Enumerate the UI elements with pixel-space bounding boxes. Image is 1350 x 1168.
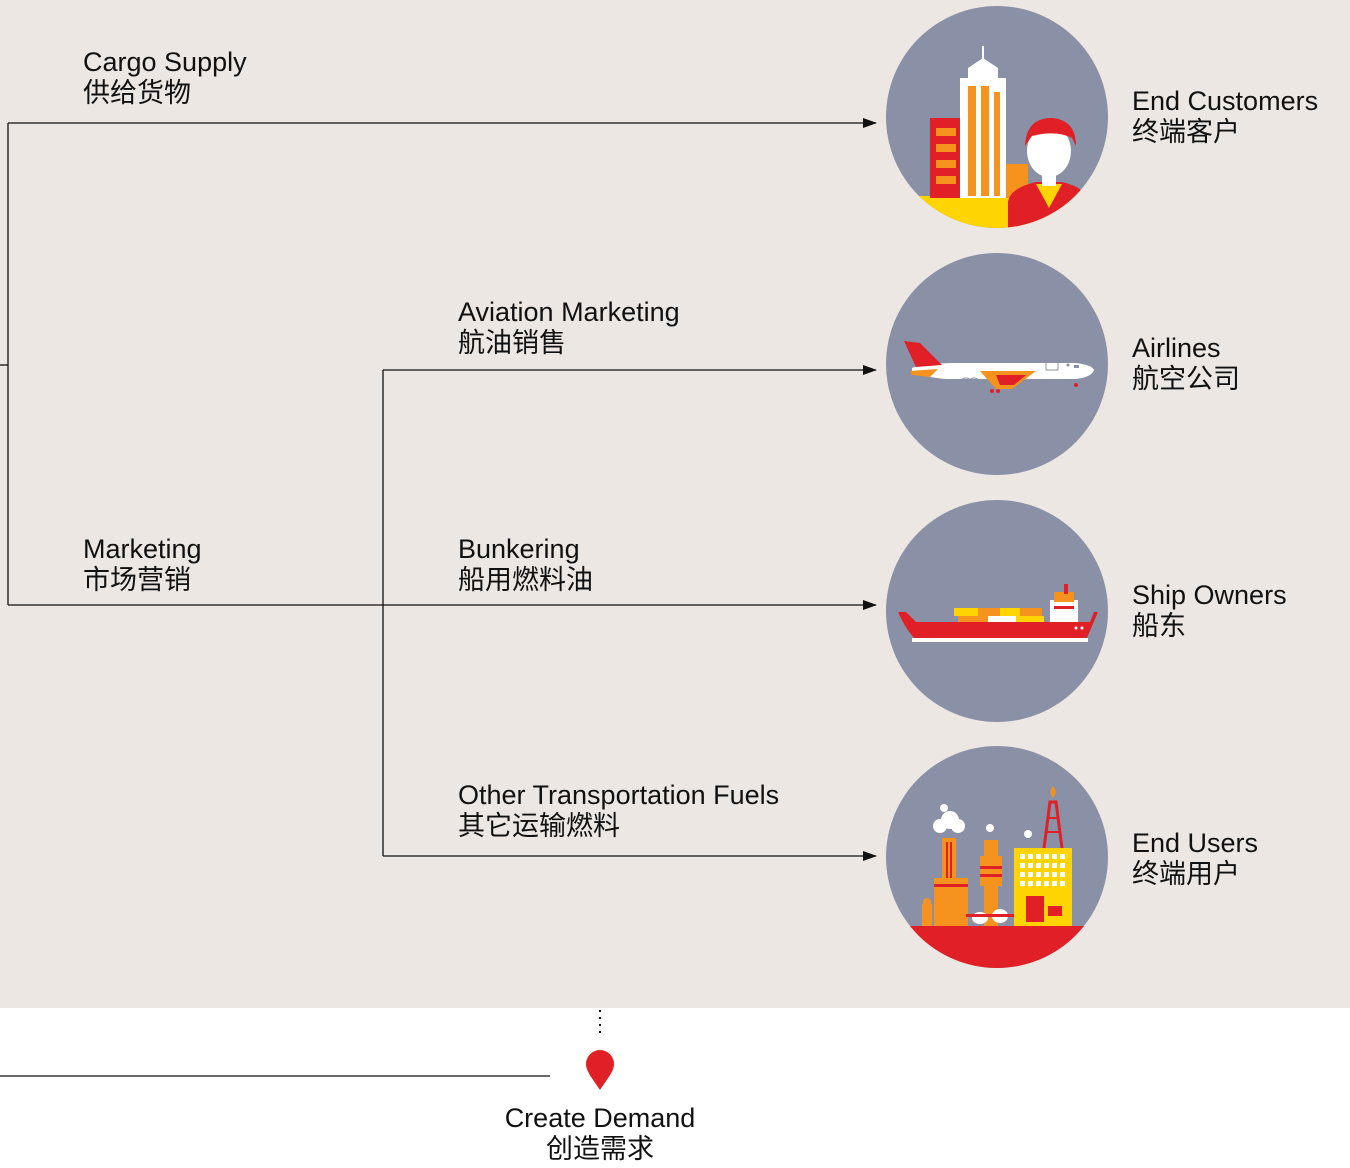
end-customers-label: End Customers 终端客户 [1132, 86, 1319, 147]
create-demand-label: Create Demand 创造需求 [504, 1103, 696, 1164]
end-users-label: End Users 终端用户 [1132, 828, 1259, 889]
refinery-icon [886, 786, 1108, 968]
end-customers-circle [886, 6, 1108, 228]
aviation-marketing-label: Aviation Marketing 航油销售 [458, 297, 680, 358]
end-users-circle [886, 746, 1108, 968]
marketing-label: Marketing 市场营销 [83, 534, 202, 595]
airlines-label: Airlines 航空公司 [1132, 333, 1240, 394]
other-fuels-label: Other Transportation Fuels 其它运输燃料 [458, 780, 780, 841]
city-customer-icon [886, 46, 1108, 228]
cargo-supply-label: Cargo Supply 供给货物 [83, 47, 247, 108]
diagram-panel [0, 0, 1350, 1008]
ship-owners-label: Ship Owners 船东 [1132, 580, 1287, 641]
airlines-circle [886, 253, 1108, 475]
cargo-ship-icon [898, 584, 1098, 642]
bunkering-label: Bunkering 船用燃料油 [458, 534, 593, 595]
location-pin-icon [586, 1050, 614, 1090]
ship-owners-circle [886, 500, 1108, 722]
airplane-icon [904, 341, 1094, 393]
